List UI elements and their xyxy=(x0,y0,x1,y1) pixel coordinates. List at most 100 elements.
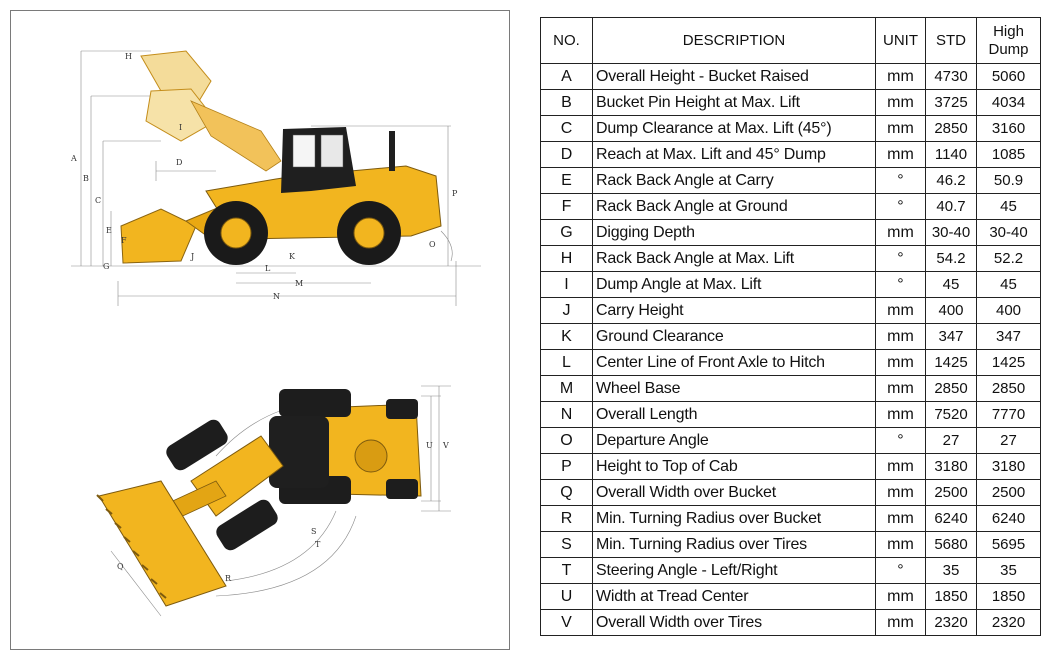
row-high-dump: 3160 xyxy=(976,115,1041,142)
row-high-dump: 27 xyxy=(976,427,1041,454)
row-high-dump: 400 xyxy=(976,297,1041,324)
dim-label-j: J xyxy=(190,252,194,261)
row-unit: ° xyxy=(875,271,926,298)
dim-label-q: Q xyxy=(117,562,124,571)
row-unit: ° xyxy=(875,167,926,194)
row-no: M xyxy=(540,375,593,402)
row-unit: ° xyxy=(875,557,926,584)
row-unit: mm xyxy=(875,141,926,168)
dim-label-c: C xyxy=(95,196,101,205)
loader-drawings: H I A B C D E F G J K L M N O P xyxy=(70,50,481,617)
dim-label-e: E xyxy=(106,226,112,235)
row-std: 2320 xyxy=(925,609,977,636)
row-unit: mm xyxy=(875,115,926,142)
row-std: 2850 xyxy=(925,115,977,142)
row-high-dump: 4034 xyxy=(976,89,1041,116)
row-description: Overall Width over Bucket xyxy=(592,479,876,506)
row-high-dump: 5060 xyxy=(976,63,1041,90)
dim-label-i: I xyxy=(179,123,182,132)
row-high-dump: 2320 xyxy=(976,609,1041,636)
row-description: Center Line of Front Axle to Hitch xyxy=(592,349,876,376)
row-no: E xyxy=(540,167,593,194)
row-description: Digging Depth xyxy=(592,219,876,246)
row-no: C xyxy=(540,115,593,142)
loader-top-view: U V S T Q R xyxy=(96,385,451,617)
row-unit: mm xyxy=(875,297,926,324)
dim-label-n: N xyxy=(273,292,280,301)
row-std: 3180 xyxy=(925,453,977,480)
row-no: R xyxy=(540,505,593,532)
dim-label-p: P xyxy=(452,189,458,198)
row-unit: mm xyxy=(875,401,926,428)
row-unit: mm xyxy=(875,531,926,558)
row-high-dump: 30-40 xyxy=(976,219,1041,246)
row-unit: mm xyxy=(875,453,926,480)
loader-side-view: H I A B C D E F G J K L M N O P xyxy=(70,50,481,306)
row-high-dump: 347 xyxy=(976,323,1041,350)
header-description: DESCRIPTION xyxy=(592,17,876,64)
row-no: V xyxy=(540,609,593,636)
row-std: 2850 xyxy=(925,375,977,402)
row-no: I xyxy=(540,271,593,298)
row-unit: ° xyxy=(875,193,926,220)
row-description: Departure Angle xyxy=(592,427,876,454)
row-std: 30-40 xyxy=(925,219,977,246)
row-std: 35 xyxy=(925,557,977,584)
dim-label-g: G xyxy=(103,262,109,271)
dim-label-u: U xyxy=(426,441,433,450)
row-unit: mm xyxy=(875,583,926,610)
row-std: 2500 xyxy=(925,479,977,506)
row-std: 40.7 xyxy=(925,193,977,220)
row-high-dump: 45 xyxy=(976,193,1041,220)
row-unit: ° xyxy=(875,245,926,272)
row-high-dump: 35 xyxy=(976,557,1041,584)
row-unit: mm xyxy=(875,609,926,636)
row-unit: mm xyxy=(875,219,926,246)
row-description: Height to Top of Cab xyxy=(592,453,876,480)
row-high-dump: 45 xyxy=(976,271,1041,298)
row-high-dump: 7770 xyxy=(976,401,1041,428)
row-std: 7520 xyxy=(925,401,977,428)
row-high-dump: 5695 xyxy=(976,531,1041,558)
row-unit: ° xyxy=(875,427,926,454)
row-no: D xyxy=(540,141,593,168)
dim-label-v: V xyxy=(442,441,449,450)
row-description: Dump Angle at Max. Lift xyxy=(592,271,876,298)
row-no: F xyxy=(540,193,593,220)
row-description: Overall Length xyxy=(592,401,876,428)
row-no: H xyxy=(540,245,593,272)
dim-label-s: S xyxy=(311,527,316,536)
row-std: 6240 xyxy=(925,505,977,532)
row-description: Dump Clearance at Max. Lift (45°) xyxy=(592,115,876,142)
row-no: J xyxy=(540,297,593,324)
row-no: O xyxy=(540,427,593,454)
row-std: 1140 xyxy=(925,141,977,168)
row-std: 5680 xyxy=(925,531,977,558)
row-std: 54.2 xyxy=(925,245,977,272)
row-description: Steering Angle - Left/Right xyxy=(592,557,876,584)
row-high-dump: 3180 xyxy=(976,453,1041,480)
dim-label-m: M xyxy=(295,279,303,288)
row-description: Ground Clearance xyxy=(592,323,876,350)
row-std: 347 xyxy=(925,323,977,350)
